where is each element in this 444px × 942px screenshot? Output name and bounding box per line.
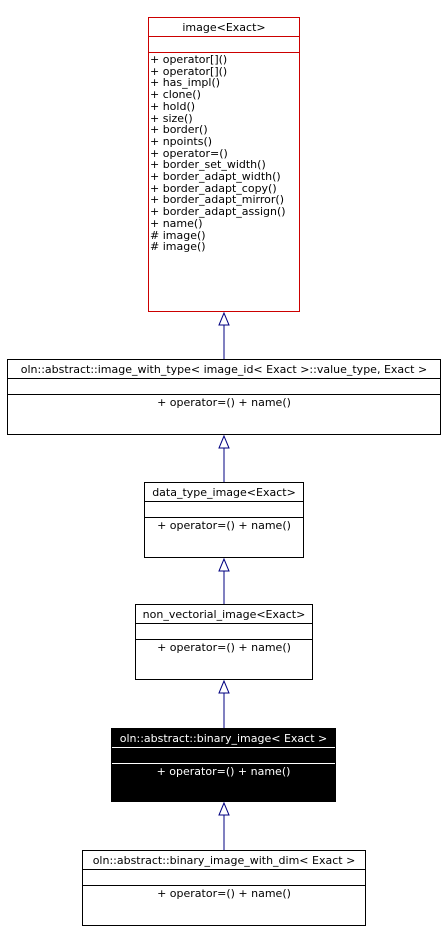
attributes-section [136,624,312,640]
class-title: non_vectorial_image<Exact> [136,605,312,624]
class-title: oln::abstract::image_with_type< image_id… [8,360,440,379]
method: + operator[]() [150,53,228,66]
method: + border_adapt_copy() [150,181,277,195]
method: + hold() [150,99,196,113]
attributes-section [149,37,299,53]
class-image[interactable]: image<Exact> + operator[]() + operator[]… [148,17,300,312]
method: + operator=() [156,765,235,778]
method: + operator=() [157,396,235,409]
class-data-type-image[interactable]: data_type_image<Exact> + operator=() + n… [144,482,304,558]
edge-binary-image-to-non-vectorial-image [218,679,230,728]
method: + name() [238,887,291,900]
methods-section: + operator[]() + operator[]() + has_impl… [149,53,299,255]
attributes-section [112,748,335,764]
methods-section: + operator=() + name() [136,640,312,656]
method: # image() [150,228,206,242]
method: + name() [150,216,203,230]
class-non-vectorial-image[interactable]: non_vectorial_image<Exact> + operator=()… [135,604,313,680]
method: + border_adapt_width() [150,170,281,184]
method: + has_impl() [150,76,221,90]
method: + border_adapt_assign() [150,205,286,219]
attributes-section [8,379,440,395]
class-binary-image-with-dim[interactable]: oln::abstract::binary_image_with_dim< Ex… [82,850,366,926]
method: + npoints() [150,134,213,148]
method: + name() [238,519,291,532]
method: + operator=() [157,641,235,654]
method: + operator=() [150,146,228,160]
method: + border_adapt_mirror() [150,193,285,207]
method: + clone() [150,88,201,102]
attributes-section [145,502,303,518]
method: + operator[]() [150,64,228,78]
class-title: oln::abstract::binary_image< Exact > [112,729,335,748]
method: + operator=() [157,887,235,900]
method: # image() [150,240,206,254]
attributes-section [83,870,365,886]
method: + operator=() [157,519,235,532]
methods-section: + operator=() + name() [83,886,365,902]
method: + name() [238,641,291,654]
methods-section: + operator=() + name() [112,764,335,780]
class-binary-image[interactable]: oln::abstract::binary_image< Exact > + o… [111,728,336,802]
edge-data-type-image-to-image-with-type [218,434,230,482]
method: + border_set_width() [150,158,266,172]
method: + name() [238,396,291,409]
method: + border() [150,123,208,137]
methods-section: + operator=() + name() [145,518,303,534]
edge-binary-image-with-dim-to-binary-image [218,801,230,850]
method: + name() [237,765,291,778]
class-title: oln::abstract::binary_image_with_dim< Ex… [83,851,365,870]
methods-section: + operator=() + name() [8,395,440,411]
edge-non-vectorial-image-to-data-type-image [218,557,230,604]
class-image-with-type[interactable]: oln::abstract::image_with_type< image_id… [7,359,441,435]
edge-image-with-type-to-image [218,311,230,359]
method: + size() [150,111,193,125]
class-title: image<Exact> [149,18,299,37]
class-title: data_type_image<Exact> [145,483,303,502]
